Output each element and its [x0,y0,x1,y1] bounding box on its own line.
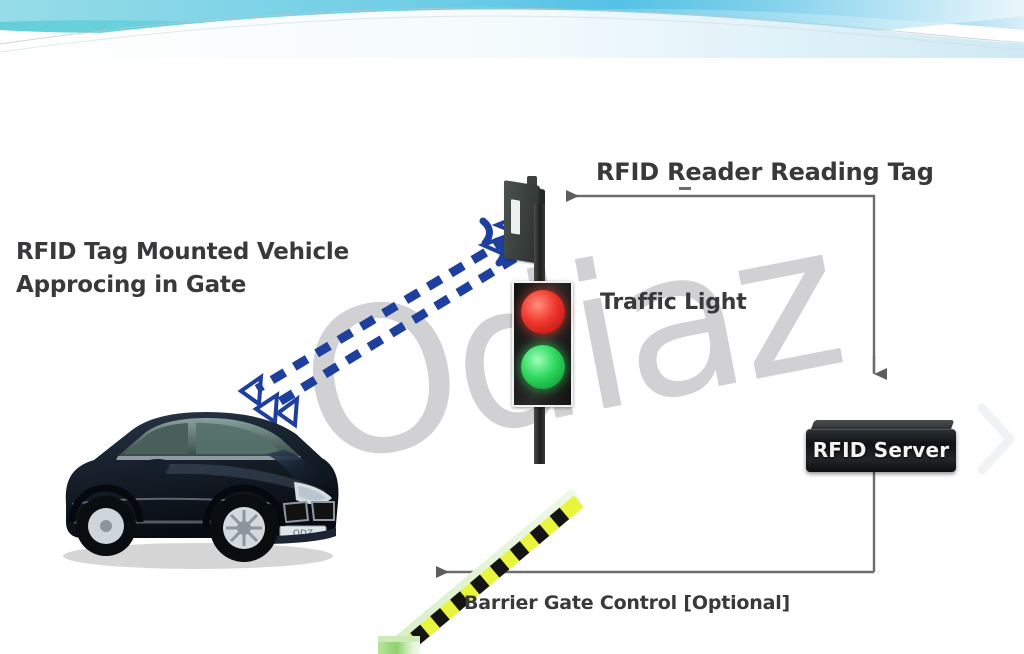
barrier-arm-shadow [383,488,582,654]
label-barrier-gate-control: Barrier Gate Control [Optional] [464,592,791,614]
green-lamp [520,345,565,389]
beam-arrowhead [237,372,264,408]
rfid-reader-mount [527,176,537,190]
vehicle-car: ODZ [48,386,348,571]
rfid-server-body [806,429,956,472]
beam-arrowhead [274,394,300,429]
wheel-front [210,494,278,562]
wire-server-to-traffic-light [566,187,887,380]
next-slide-button[interactable] [972,400,1018,478]
barrier-gate [376,488,583,654]
label-rfid-tag-mounted-vehicle: RFID Tag Mounted Vehicle Approcing in Ga… [16,239,350,298]
rfid-reader-slot [511,199,520,235]
wire-tick-mark [679,187,691,190]
rfid-server-label: RFID Server [812,438,950,462]
label-traffic-light: Traffic Light [600,290,747,315]
wave-graphic [0,0,1024,58]
traffic-light [512,281,573,407]
connector-wires [436,187,887,578]
decorative-wave-banner [0,0,1024,58]
label-rfid-reader-reading-tag: RFID Reader Reading Tag [596,158,934,186]
beam-arrowhead [252,391,280,426]
diagram-canvas: Odiaz [0,56,1024,654]
red-lamp [520,290,565,334]
rfid-server: RFID Server [806,420,956,472]
wheel-rear [76,496,136,556]
chevron-right-icon[interactable] [972,400,1018,478]
svg-text:ODZ: ODZ [293,529,313,539]
